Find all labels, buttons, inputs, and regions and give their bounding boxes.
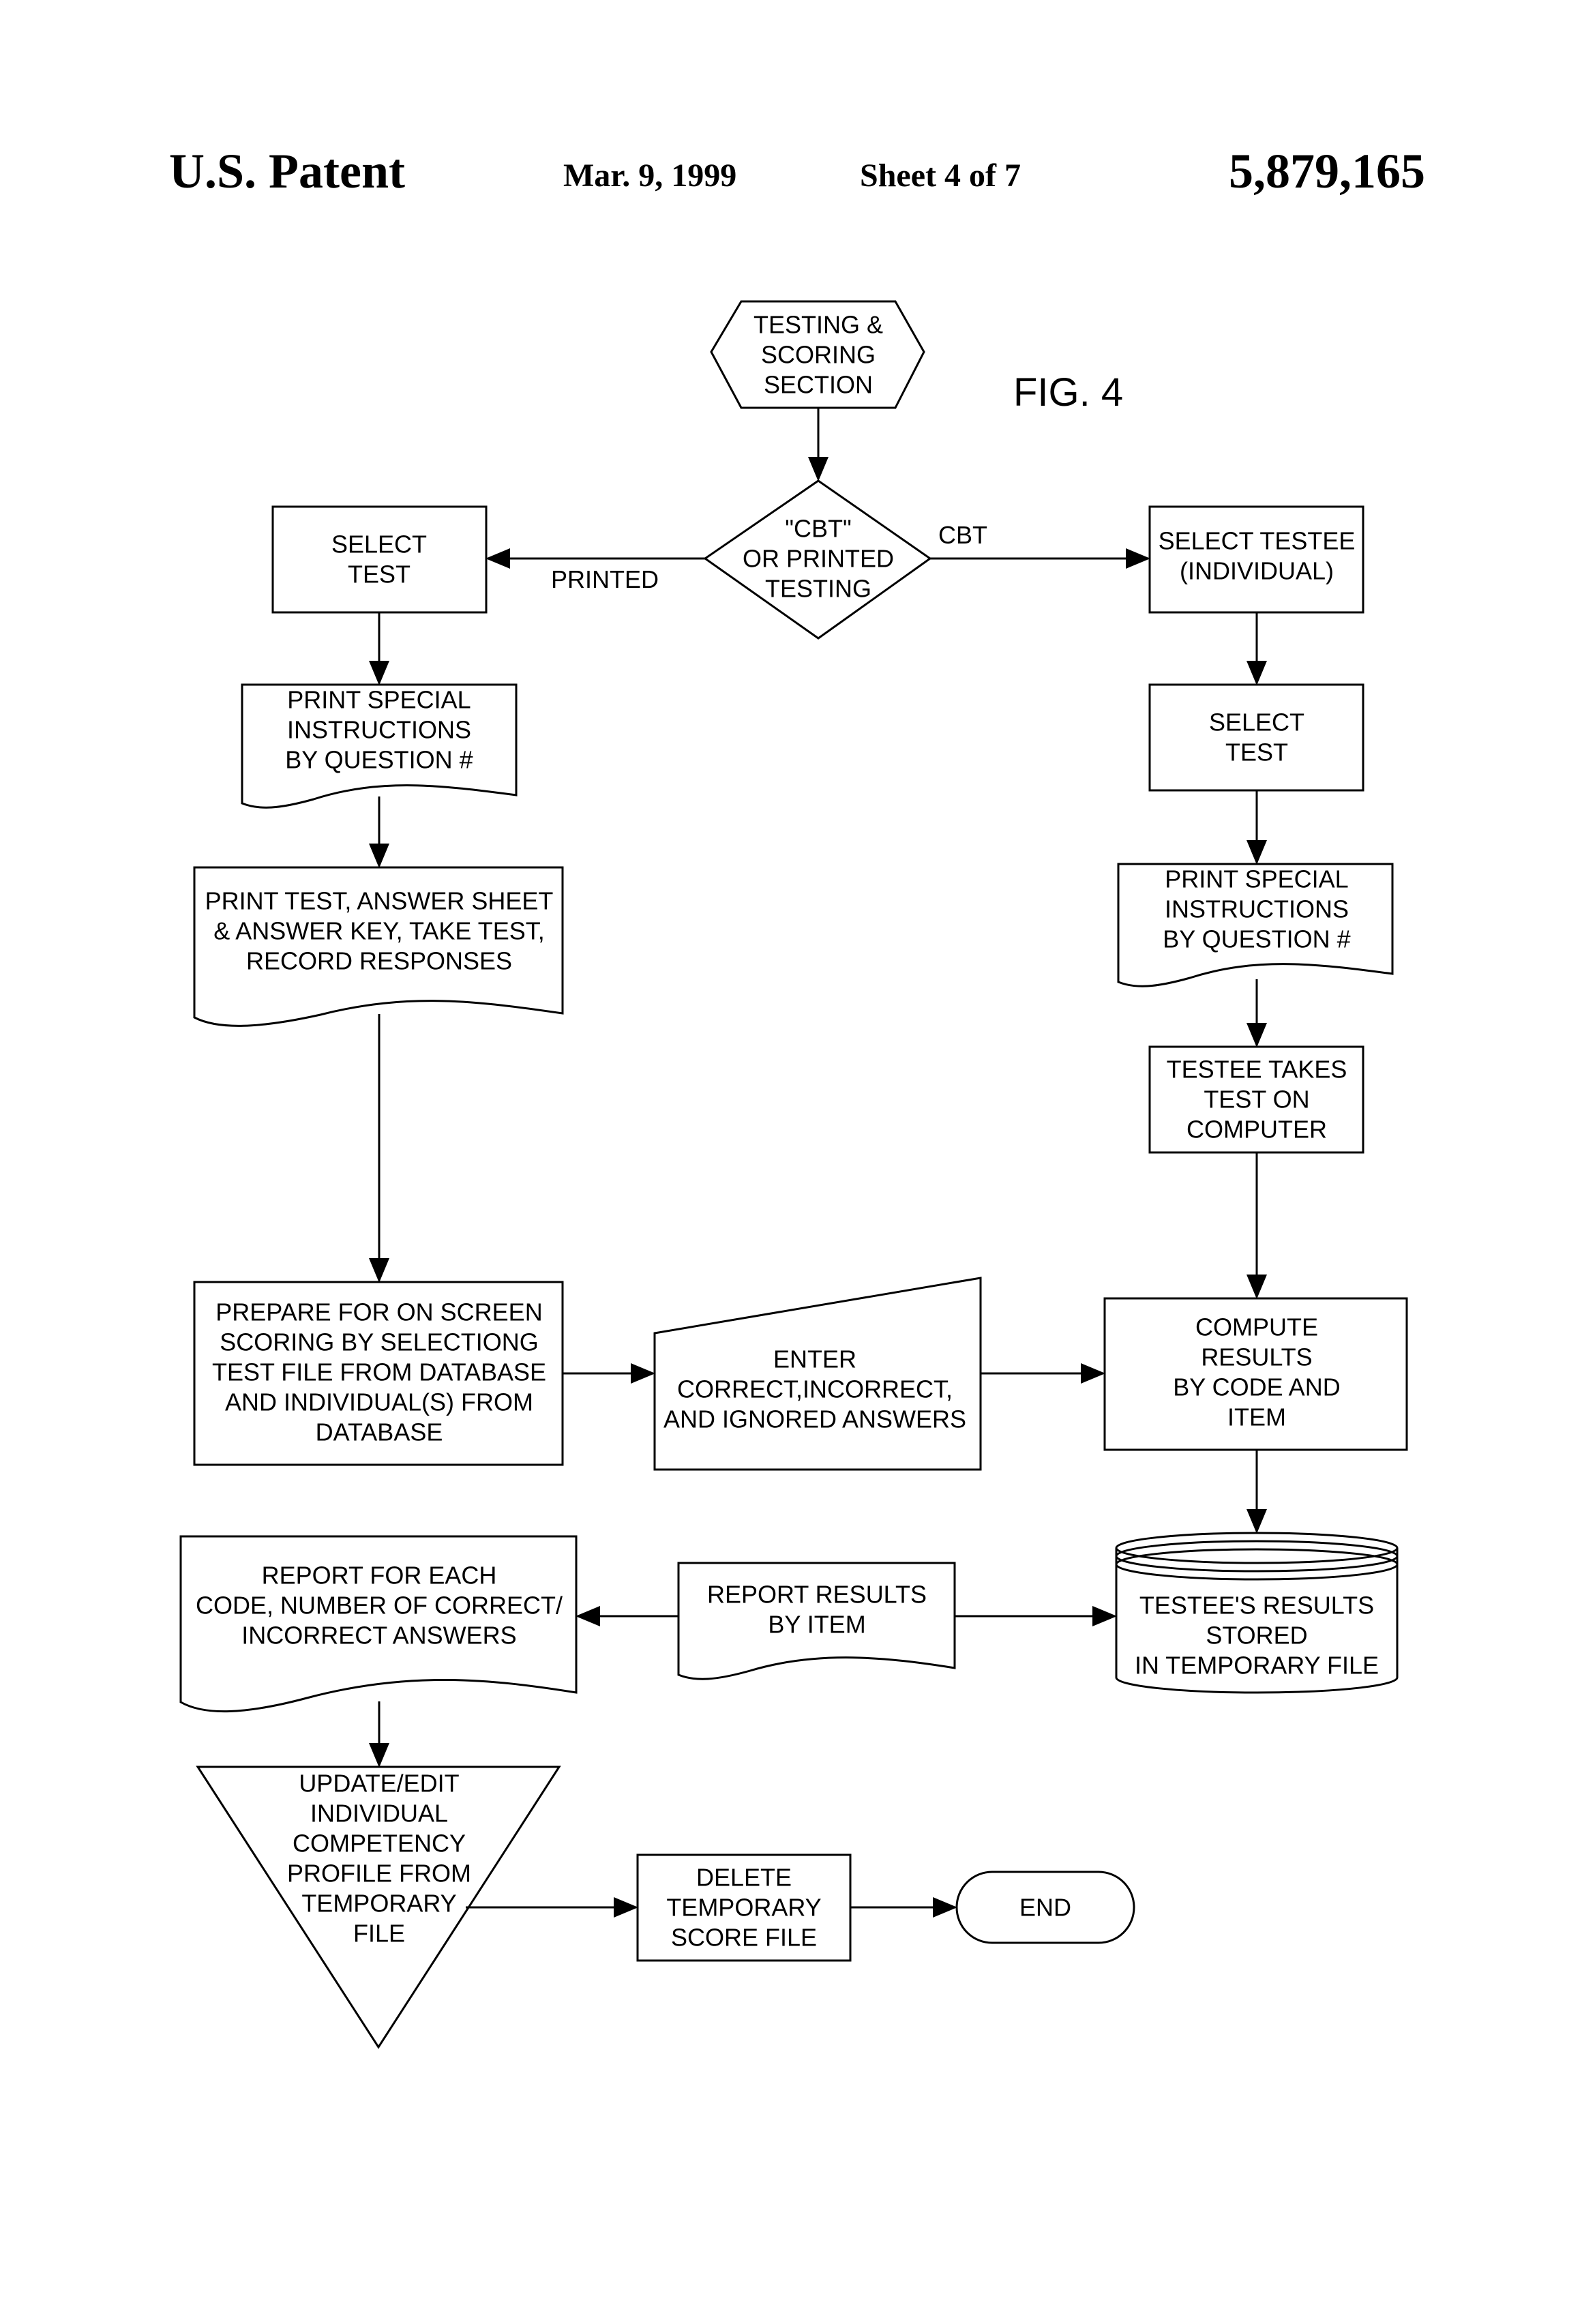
start-line: SECTION	[764, 371, 873, 399]
enter-answers-line: CORRECT,INCORRECT,	[677, 1375, 953, 1403]
print-instructions-right-line: BY QUESTION #	[1163, 925, 1350, 953]
figure-label: FIG. 4	[1013, 370, 1123, 415]
update-profile-line: COMPETENCY	[293, 1830, 466, 1858]
select-test-right-line: TEST	[1225, 739, 1288, 766]
prepare-scoring-line: PREPARE FOR ON SCREEN	[215, 1298, 542, 1326]
update-profile-line: UPDATE/EDIT	[299, 1770, 459, 1798]
compute-results-line: ITEM	[1227, 1403, 1286, 1431]
end-label: END	[1019, 1894, 1071, 1922]
print-instructions-left-line: BY QUESTION #	[285, 746, 473, 774]
end-line: END	[1019, 1894, 1071, 1922]
select-test-left-line: TEST	[348, 561, 411, 589]
update-profile-line: TEMPORARY	[301, 1890, 456, 1918]
select-test-right-box	[1150, 685, 1363, 790]
select-testee-line: SELECT TESTEE	[1159, 527, 1356, 555]
edge-label-cbt: CBT	[938, 521, 987, 549]
prepare-scoring-line: TEST FILE FROM DATABASE	[212, 1358, 546, 1386]
prepare-scoring-line: SCORING BY SELECTIONG	[220, 1328, 538, 1356]
select-test-left-line: SELECT	[331, 531, 427, 558]
node-labels: TESTING &SCORINGSECTION"CBT"OR PRINTEDTE…	[196, 311, 1379, 1952]
select-test-right-line: SELECT	[1209, 709, 1304, 736]
update-profile-line: INDIVIDUAL	[310, 1800, 448, 1828]
print-instructions-right-label: PRINT SPECIALINSTRUCTIONSBY QUESTION #	[1163, 865, 1350, 953]
decision-line: "CBT"	[785, 515, 852, 543]
select-testee-line: (INDIVIDUAL)	[1180, 557, 1334, 585]
enter-answers-line: AND IGNORED ANSWERS	[663, 1405, 966, 1433]
compute-results-line: RESULTS	[1201, 1343, 1312, 1371]
report-by-item-line: BY ITEM	[768, 1611, 865, 1639]
delete-file-line: DELETE	[696, 1864, 792, 1892]
update-profile-line: FILE	[353, 1920, 405, 1948]
report-by-code-line: REPORT FOR EACH	[262, 1562, 497, 1590]
testee-takes-test-line: COMPUTER	[1186, 1116, 1327, 1144]
delete-file-line: SCORE FILE	[671, 1924, 817, 1952]
results-stored-line: TESTEE'S RESULTS	[1139, 1592, 1374, 1620]
print-test-line: & ANSWER KEY, TAKE TEST,	[213, 917, 545, 945]
start-label: TESTING &SCORINGSECTION	[753, 311, 883, 399]
report-by-item-line: REPORT RESULTS	[707, 1581, 927, 1609]
select-test-left-box	[273, 507, 486, 612]
print-instructions-left-line: PRINT SPECIAL	[287, 686, 471, 714]
testee-takes-test-line: TESTEE TAKES	[1167, 1056, 1347, 1084]
print-test-line: PRINT TEST, ANSWER SHEET	[205, 887, 554, 915]
prepare-scoring-line: DATABASE	[316, 1418, 443, 1446]
compute-results-line: COMPUTE	[1195, 1313, 1318, 1341]
print-test-label: PRINT TEST, ANSWER SHEET& ANSWER KEY, TA…	[205, 887, 554, 975]
start-line: SCORING	[761, 341, 876, 369]
testee-takes-test-line: TEST ON	[1204, 1086, 1309, 1114]
print-instructions-left-label: PRINT SPECIALINSTRUCTIONSBY QUESTION #	[285, 686, 473, 774]
decision-line: TESTING	[765, 575, 871, 603]
results-stored-line: IN TEMPORARY FILE	[1135, 1652, 1379, 1680]
decision-line: OR PRINTED	[743, 545, 894, 573]
results-stored-line: STORED	[1206, 1622, 1307, 1650]
report-by-code-line: CODE, NUMBER OF CORRECT/	[196, 1592, 563, 1620]
delete-file-line: TEMPORARY	[666, 1894, 821, 1922]
print-instructions-left-line: INSTRUCTIONS	[287, 716, 471, 744]
compute-results-line: BY CODE AND	[1173, 1373, 1340, 1401]
print-test-line: RECORD RESPONSES	[246, 947, 512, 975]
print-instructions-right-line: PRINT SPECIAL	[1165, 865, 1348, 893]
print-instructions-right-line: INSTRUCTIONS	[1165, 895, 1349, 923]
enter-answers-line: ENTER	[773, 1345, 856, 1373]
update-profile-line: PROFILE FROM	[287, 1860, 471, 1888]
report-by-code-line: INCORRECT ANSWERS	[241, 1622, 516, 1650]
enter-answers-input	[655, 1278, 981, 1470]
prepare-scoring-line: AND INDIVIDUAL(S) FROM	[225, 1388, 533, 1416]
edge-label-printed: PRINTED	[551, 565, 659, 593]
start-line: TESTING &	[753, 311, 883, 339]
